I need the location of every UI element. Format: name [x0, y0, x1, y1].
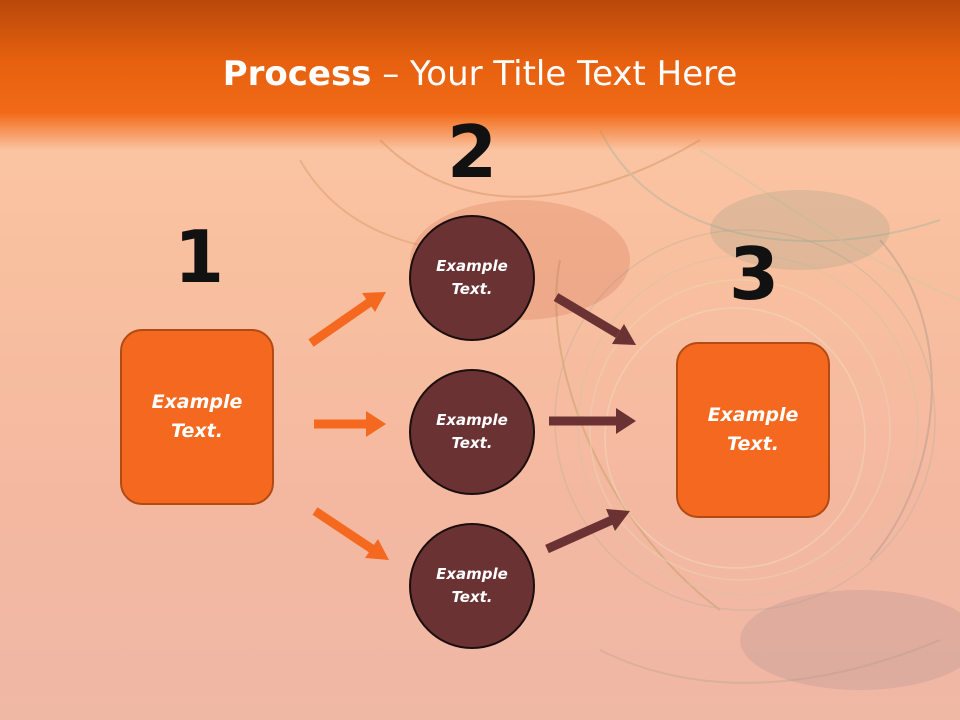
slide-title: Process – Your Title Text Here	[0, 52, 960, 96]
left-box-text: Example Text.	[151, 391, 243, 442]
circle-top-text: Example Text.	[436, 257, 508, 298]
circle-bottom-text: Example Text.	[436, 565, 508, 606]
title-bold: Process	[222, 54, 372, 94]
right-process-box: Example Text.	[676, 342, 830, 518]
brown-arrow-up	[545, 509, 630, 554]
orange-arrow-up	[308, 292, 386, 347]
right-box-text: Example Text.	[707, 404, 799, 455]
step-number-2: 2	[446, 110, 498, 194]
brown-arrow-right	[549, 408, 636, 434]
orange-arrow-right	[314, 411, 386, 437]
circle-center-text: Example Text.	[436, 411, 508, 452]
title-rest: – Your Title Text Here	[371, 54, 738, 94]
title-bar	[0, 0, 960, 150]
left-process-box: Example Text.	[120, 329, 274, 505]
brown-arrow-down	[553, 293, 636, 345]
middle-circle-bottom: Example Text.	[409, 523, 535, 649]
step-number-1: 1	[173, 215, 225, 299]
step-number-3: 3	[728, 232, 780, 316]
middle-circle-top: Example Text.	[409, 215, 535, 341]
middle-circle-center: Example Text.	[409, 369, 535, 495]
orange-arrow-down	[312, 507, 389, 560]
